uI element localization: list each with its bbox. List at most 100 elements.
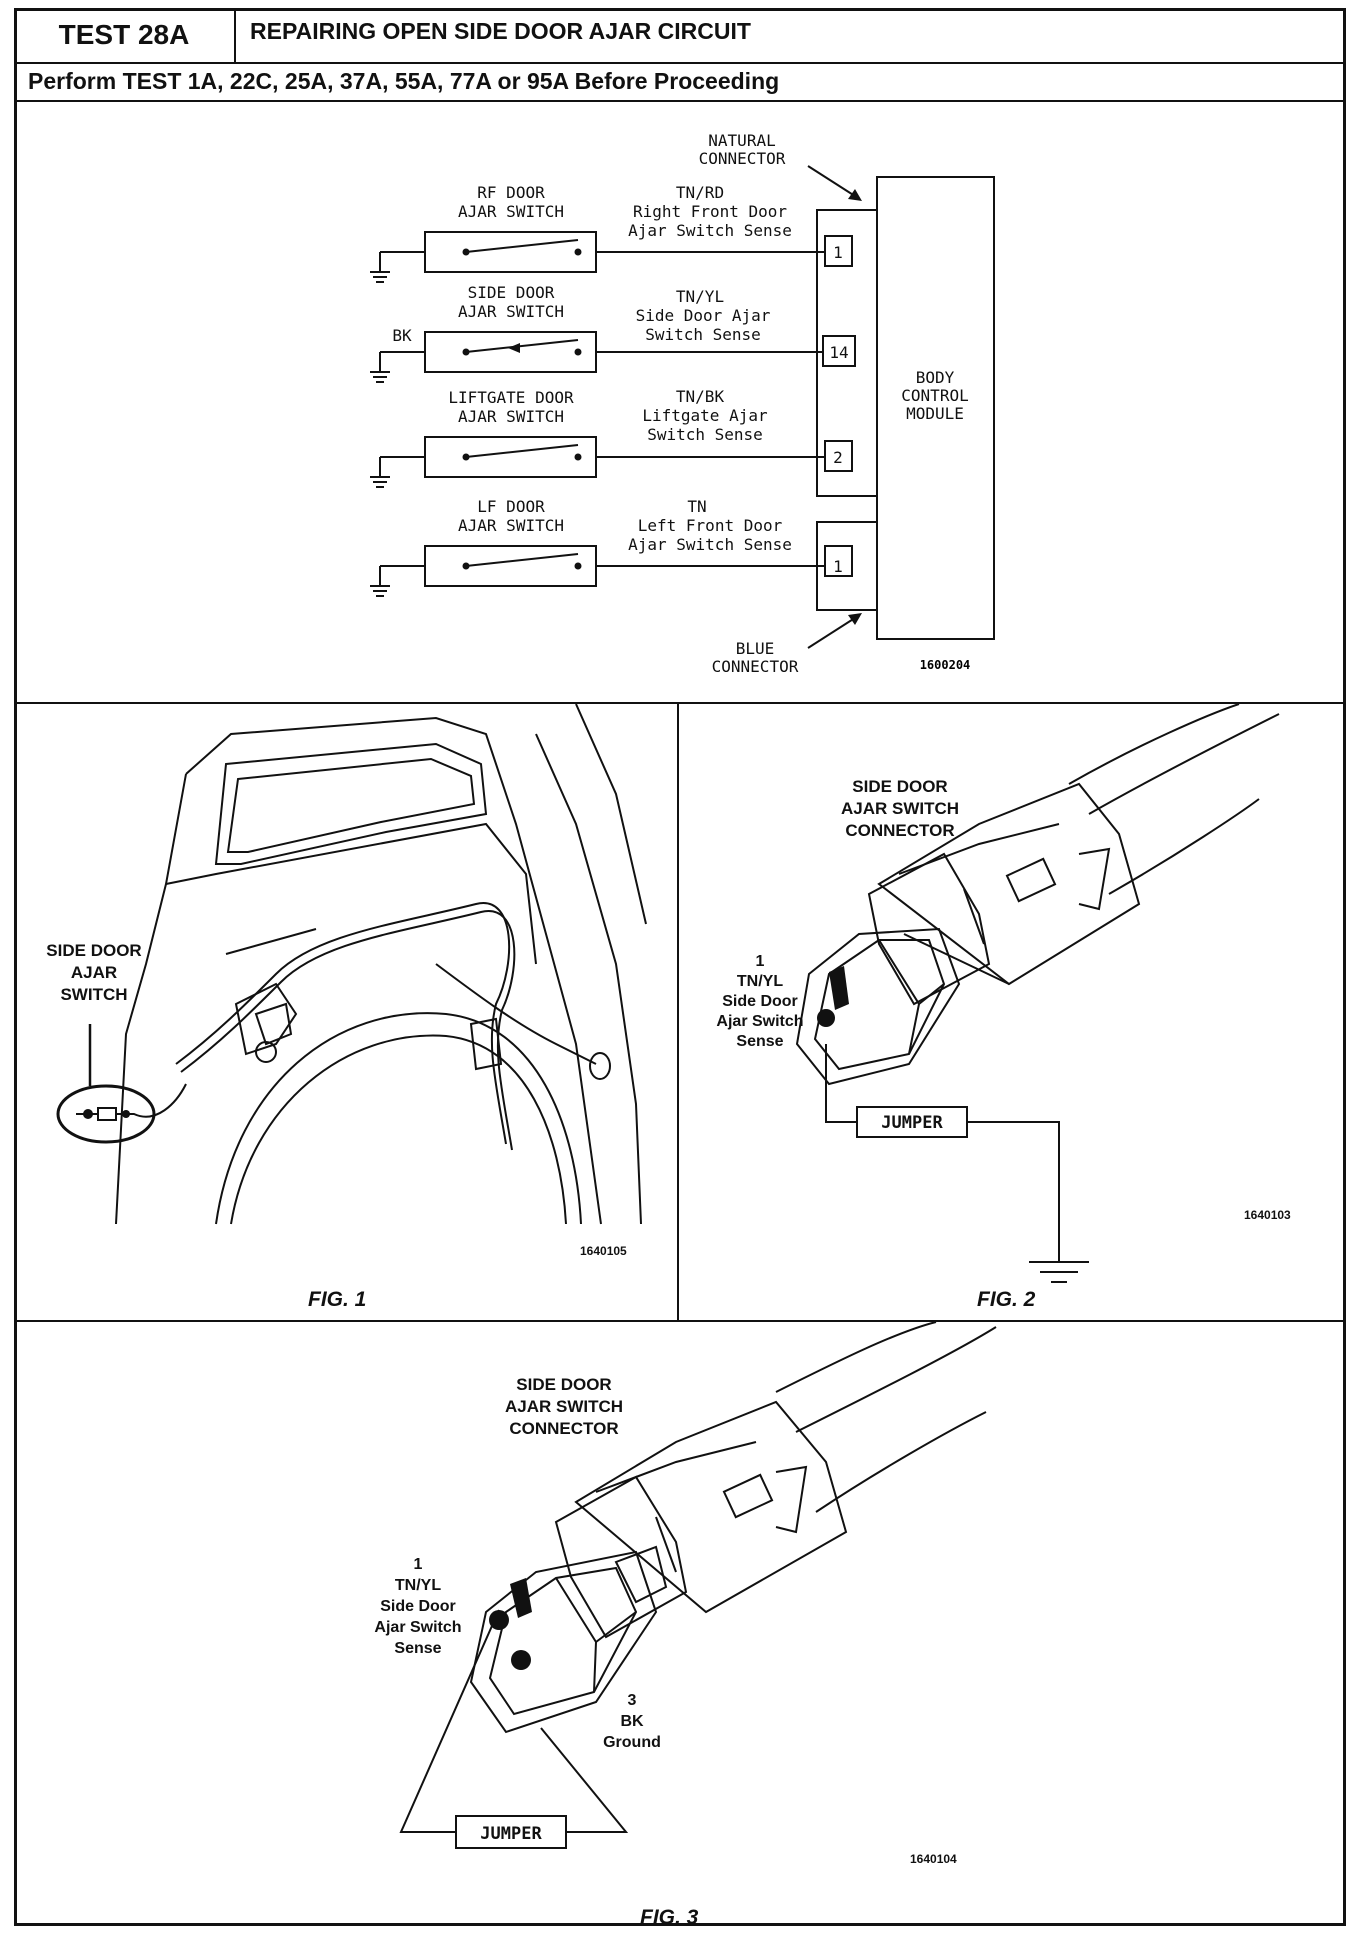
ground-symbol <box>370 476 390 488</box>
switch-blade <box>465 553 579 567</box>
wire-color: TN/RD <box>676 183 724 202</box>
pin-number: 1 <box>833 243 843 262</box>
pin-3 <box>511 1650 531 1670</box>
switch-name: AJAR SWITCH <box>458 407 564 426</box>
wire-description: Right Front Door <box>633 202 787 221</box>
ground-symbol <box>370 271 390 283</box>
switch-blade <box>465 444 579 458</box>
switch-name: RF DOOR <box>477 183 545 202</box>
connector-nose <box>469 1550 658 1734</box>
natural-connector-arrow <box>807 165 859 199</box>
figure-code: 1640105 <box>580 1244 627 1258</box>
arrow-head <box>848 613 862 625</box>
wire-color: TN/BK <box>676 387 725 406</box>
window-inner <box>226 757 476 853</box>
switch-name: LF DOOR <box>477 497 545 516</box>
window-opening <box>214 742 488 865</box>
divider <box>14 702 1346 704</box>
switch-box <box>424 231 597 273</box>
figure-code: 1640104 <box>910 1852 957 1866</box>
connector-nose <box>795 927 961 1086</box>
blue-connector-label: CONNECTOR <box>712 657 799 676</box>
divider <box>14 62 1346 64</box>
page-frame <box>14 8 1346 1926</box>
divider <box>14 1320 1346 1322</box>
connector-collar <box>867 852 991 1006</box>
natural-connector-label: CONNECTOR <box>699 149 786 168</box>
pin-number: 14 <box>829 343 848 362</box>
jumper-wire <box>399 1609 500 1833</box>
wire-description: Switch Sense <box>647 425 763 444</box>
figure-code: 1640103 <box>1244 1208 1291 1222</box>
jumper-label: JUMPER <box>480 1824 542 1844</box>
connector-collar <box>554 1475 688 1639</box>
body-outline <box>185 716 602 1225</box>
ground-symbol <box>370 585 390 597</box>
jumper-wire <box>540 1727 629 1833</box>
test-id: TEST 28A <box>14 8 236 62</box>
wire-description: Side Door Ajar <box>636 306 771 325</box>
wire-description: Liftgate Ajar <box>642 406 768 425</box>
cable <box>1068 704 1240 785</box>
switch-box <box>424 545 597 587</box>
ground-wire-color: BK <box>392 326 412 345</box>
wire-description: Ajar Switch Sense <box>628 221 792 240</box>
switch-name: LIFTGATE DOOR <box>448 388 574 407</box>
module-label: CONTROL <box>901 386 968 405</box>
fig1-door-illustration <box>56 704 647 1225</box>
switch-name: AJAR SWITCH <box>458 302 564 321</box>
pin-number: 1 <box>833 557 843 576</box>
jumper-wire <box>967 1121 1060 1262</box>
switch-blade <box>465 339 579 353</box>
figure-code: 1600204 <box>920 658 971 672</box>
fig3-connector-illustration: JUMPER <box>399 1322 997 1849</box>
wire-description: Left Front Door <box>638 516 783 535</box>
cable <box>775 1322 937 1393</box>
switch-blade <box>465 239 579 253</box>
module-label: MODULE <box>906 404 964 423</box>
jumper-label: JUMPER <box>881 1113 943 1133</box>
body-outline <box>115 773 187 1225</box>
prerequisite-note: Perform TEST 1A, 22C, 25A, 37A, 55A, 77A… <box>28 68 780 94</box>
wire-color: TN/YL <box>676 287 724 306</box>
switch-name: AJAR SWITCH <box>458 202 564 221</box>
fig1-caption: FIG. 1 <box>308 1288 367 1311</box>
wire-description: Switch Sense <box>645 325 761 344</box>
pin-box <box>824 545 853 577</box>
divider <box>677 702 679 1320</box>
connector-body <box>574 1400 848 1614</box>
body-control-module-box <box>876 176 995 640</box>
wire-harness <box>175 902 511 1145</box>
fig2-connector-illustration: JUMPER <box>795 704 1280 1283</box>
wiring-schematic: NATURAL CONNECTOR BLUE CONNECTOR BODY CO… <box>370 131 995 676</box>
wire-description: Ajar Switch Sense <box>628 535 792 554</box>
pin-number: 2 <box>833 448 843 467</box>
page-title: REPAIRING OPEN SIDE DOOR AJAR CIRCUIT <box>250 18 751 44</box>
switch-name: AJAR SWITCH <box>458 516 564 535</box>
fig3-caption: FIG. 3 <box>640 1906 699 1929</box>
ground-symbol <box>370 371 390 383</box>
blue-connector-label: BLUE <box>736 639 775 658</box>
wire-color: TN <box>687 497 706 516</box>
pin-1 <box>489 1610 509 1630</box>
wheel-arch <box>215 1012 582 1225</box>
fig2-caption: FIG. 2 <box>977 1288 1036 1311</box>
divider <box>14 100 1346 102</box>
switch-box <box>424 331 597 373</box>
blue-connector-arrow <box>807 615 859 649</box>
jumper-wire <box>825 1044 857 1123</box>
switch-box <box>424 436 597 478</box>
natural-connector-label: NATURAL <box>708 131 775 150</box>
switch-name: SIDE DOOR <box>468 283 555 302</box>
pin-1 <box>817 1009 835 1027</box>
module-label: BODY <box>916 368 955 387</box>
arrow-head <box>848 189 862 201</box>
callout-circle <box>56 1084 156 1144</box>
arrow-head <box>508 343 520 353</box>
